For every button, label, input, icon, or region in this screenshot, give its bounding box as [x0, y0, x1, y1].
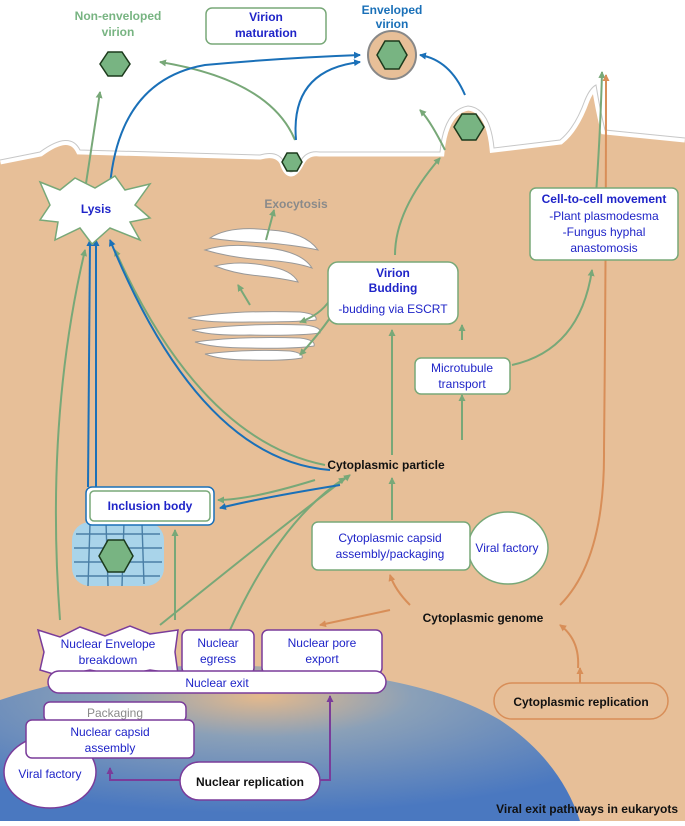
label-inclusion-body: Inclusion body: [108, 499, 193, 513]
label-viral-factory-nuclear: Viral factory: [18, 767, 81, 781]
label-non-enveloped-1: Non-enveloped: [75, 9, 162, 23]
label-exocytosis: Exocytosis: [264, 197, 328, 211]
label-cyto-capsid-1: Cytoplasmic capsid: [338, 531, 441, 545]
label-cyto-capsid-2: assembly/packaging: [336, 547, 445, 561]
node-virion-maturation: Virion maturation: [205, 7, 327, 45]
label-cell-to-cell-line1: -Plant plasmodesma: [549, 209, 659, 223]
label-virion-budding-2: Budding: [369, 281, 418, 295]
label-microtubule-2: transport: [438, 377, 486, 391]
label-nuclear-pore-2: export: [305, 652, 339, 666]
orange-arrows: [319, 74, 610, 683]
node-cytoplasmic-capsid: Cytoplasmic capsid assembly/packaging Vi…: [311, 511, 549, 585]
node-lysis: Lysis: [38, 175, 152, 246]
green-arrows: [54, 59, 606, 631]
label-viral-factory-cyto: Viral factory: [475, 541, 538, 555]
label-neb-1: Nuclear Envelope: [61, 637, 156, 651]
blue-arrows: [86, 51, 466, 510]
label-non-enveloped-2: virion: [102, 25, 135, 39]
label-nuclear-egress-2: egress: [200, 652, 236, 666]
label-budding-escrt: -budding via ESCRT: [338, 302, 448, 316]
label-nuclear-pore-1: Nuclear pore: [288, 636, 357, 650]
label-microtubule-1: Microtubule: [431, 361, 493, 375]
label-cell-to-cell-title: Cell-to-cell movement: [542, 192, 667, 206]
label-cell-to-cell-line2: -Fungus hyphal: [563, 225, 646, 239]
node-nuclear-capsid: Packaging Nuclear capsid assembly Viral …: [3, 701, 195, 809]
label-enveloped-2: virion: [376, 17, 409, 31]
node-microtubule-transport: Microtubule transport: [414, 357, 511, 395]
label-cytoplasmic-genome: Cytoplasmic genome: [423, 611, 544, 625]
virion-icon: [98, 51, 485, 573]
label-nuclear-capsid-1: Nuclear capsid: [70, 725, 149, 739]
node-nuclear-envelope-breakdown: Nuclear Envelope breakdown: [36, 625, 179, 677]
node-nuclear-replication: Nuclear replication: [179, 761, 321, 801]
node-nuclear-exit: Nuclear exit: [47, 670, 387, 694]
node-cytoplasmic-replication: Cytoplasmic replication: [493, 682, 669, 720]
node-nuclear-pore-export: Nuclear pore export: [261, 629, 383, 675]
label-cell-to-cell-line3: anastomosis: [570, 241, 637, 255]
label-virion-budding-1: Virion: [376, 266, 410, 280]
node-cell-to-cell: Cell-to-cell movement -Plant plasmodesma…: [529, 187, 679, 261]
endoplasmic-reticulum: [187, 311, 321, 361]
label-nuclear-exit: Nuclear exit: [185, 676, 249, 690]
node-inclusion-body: Inclusion body: [85, 486, 215, 526]
label-virion-maturation-2: maturation: [235, 26, 297, 40]
label-lysis: Lysis: [81, 202, 112, 216]
diagram-title: Viral exit pathways in eukaryots: [496, 802, 678, 816]
golgi-apparatus: [203, 228, 320, 283]
label-nuclear-egress-1: Nuclear: [197, 636, 238, 650]
node-nuclear-egress: Nuclear egress: [181, 629, 255, 675]
label-nuclear-replication: Nuclear replication: [196, 775, 304, 789]
node-virion-budding: Virion Budding -budding via ESCRT: [327, 261, 459, 325]
label-neb-2: breakdown: [79, 653, 138, 667]
label-virion-maturation-1: Virion: [249, 10, 283, 24]
label-packaging: Packaging: [87, 706, 143, 720]
label-nuclear-capsid-2: assembly: [85, 741, 136, 755]
label-cytoplasmic-replication: Cytoplasmic replication: [513, 695, 648, 709]
label-cytoplasmic-particle: Cytoplasmic particle: [327, 458, 445, 472]
purple-arrows: [106, 695, 334, 781]
label-enveloped-1: Enveloped: [362, 3, 423, 17]
